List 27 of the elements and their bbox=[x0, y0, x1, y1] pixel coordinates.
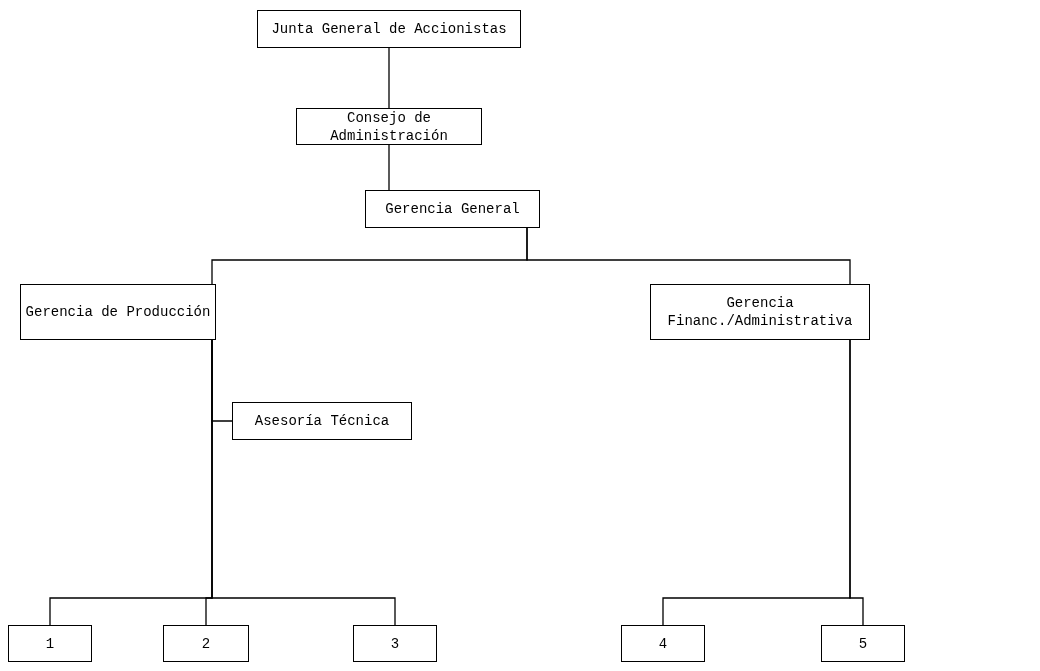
box-label: 2 bbox=[201, 634, 211, 653]
org-box bbox=[20, 284, 216, 340]
box-label: 1 bbox=[45, 634, 55, 653]
org-box bbox=[296, 108, 482, 145]
box-label: Gerencia General bbox=[385, 200, 520, 218]
box-label: 5 bbox=[858, 634, 868, 653]
org-box bbox=[257, 10, 521, 48]
org-box bbox=[353, 625, 437, 662]
box-label: Consejo de Administración bbox=[329, 108, 449, 145]
org-box bbox=[621, 625, 705, 662]
box-label: Gerencia Financ./Administrativa bbox=[666, 294, 854, 330]
org-box bbox=[821, 625, 905, 662]
connector-line bbox=[388, 47, 390, 109]
box-label: 4 bbox=[658, 634, 668, 653]
box-label: Asesoría Técnica bbox=[254, 412, 390, 430]
connector-line bbox=[849, 339, 864, 626]
box-label: Junta General de Accionistas bbox=[271, 20, 507, 38]
org-box bbox=[232, 402, 412, 440]
connector-line bbox=[526, 227, 851, 285]
box-label: Gerencia de Producción bbox=[25, 303, 211, 321]
org-box bbox=[163, 625, 249, 662]
connector-line bbox=[388, 144, 390, 191]
connector-line bbox=[211, 339, 396, 626]
box-label: 3 bbox=[390, 634, 400, 653]
org-box bbox=[365, 190, 540, 228]
org-box bbox=[8, 625, 92, 662]
org-box bbox=[650, 284, 870, 340]
